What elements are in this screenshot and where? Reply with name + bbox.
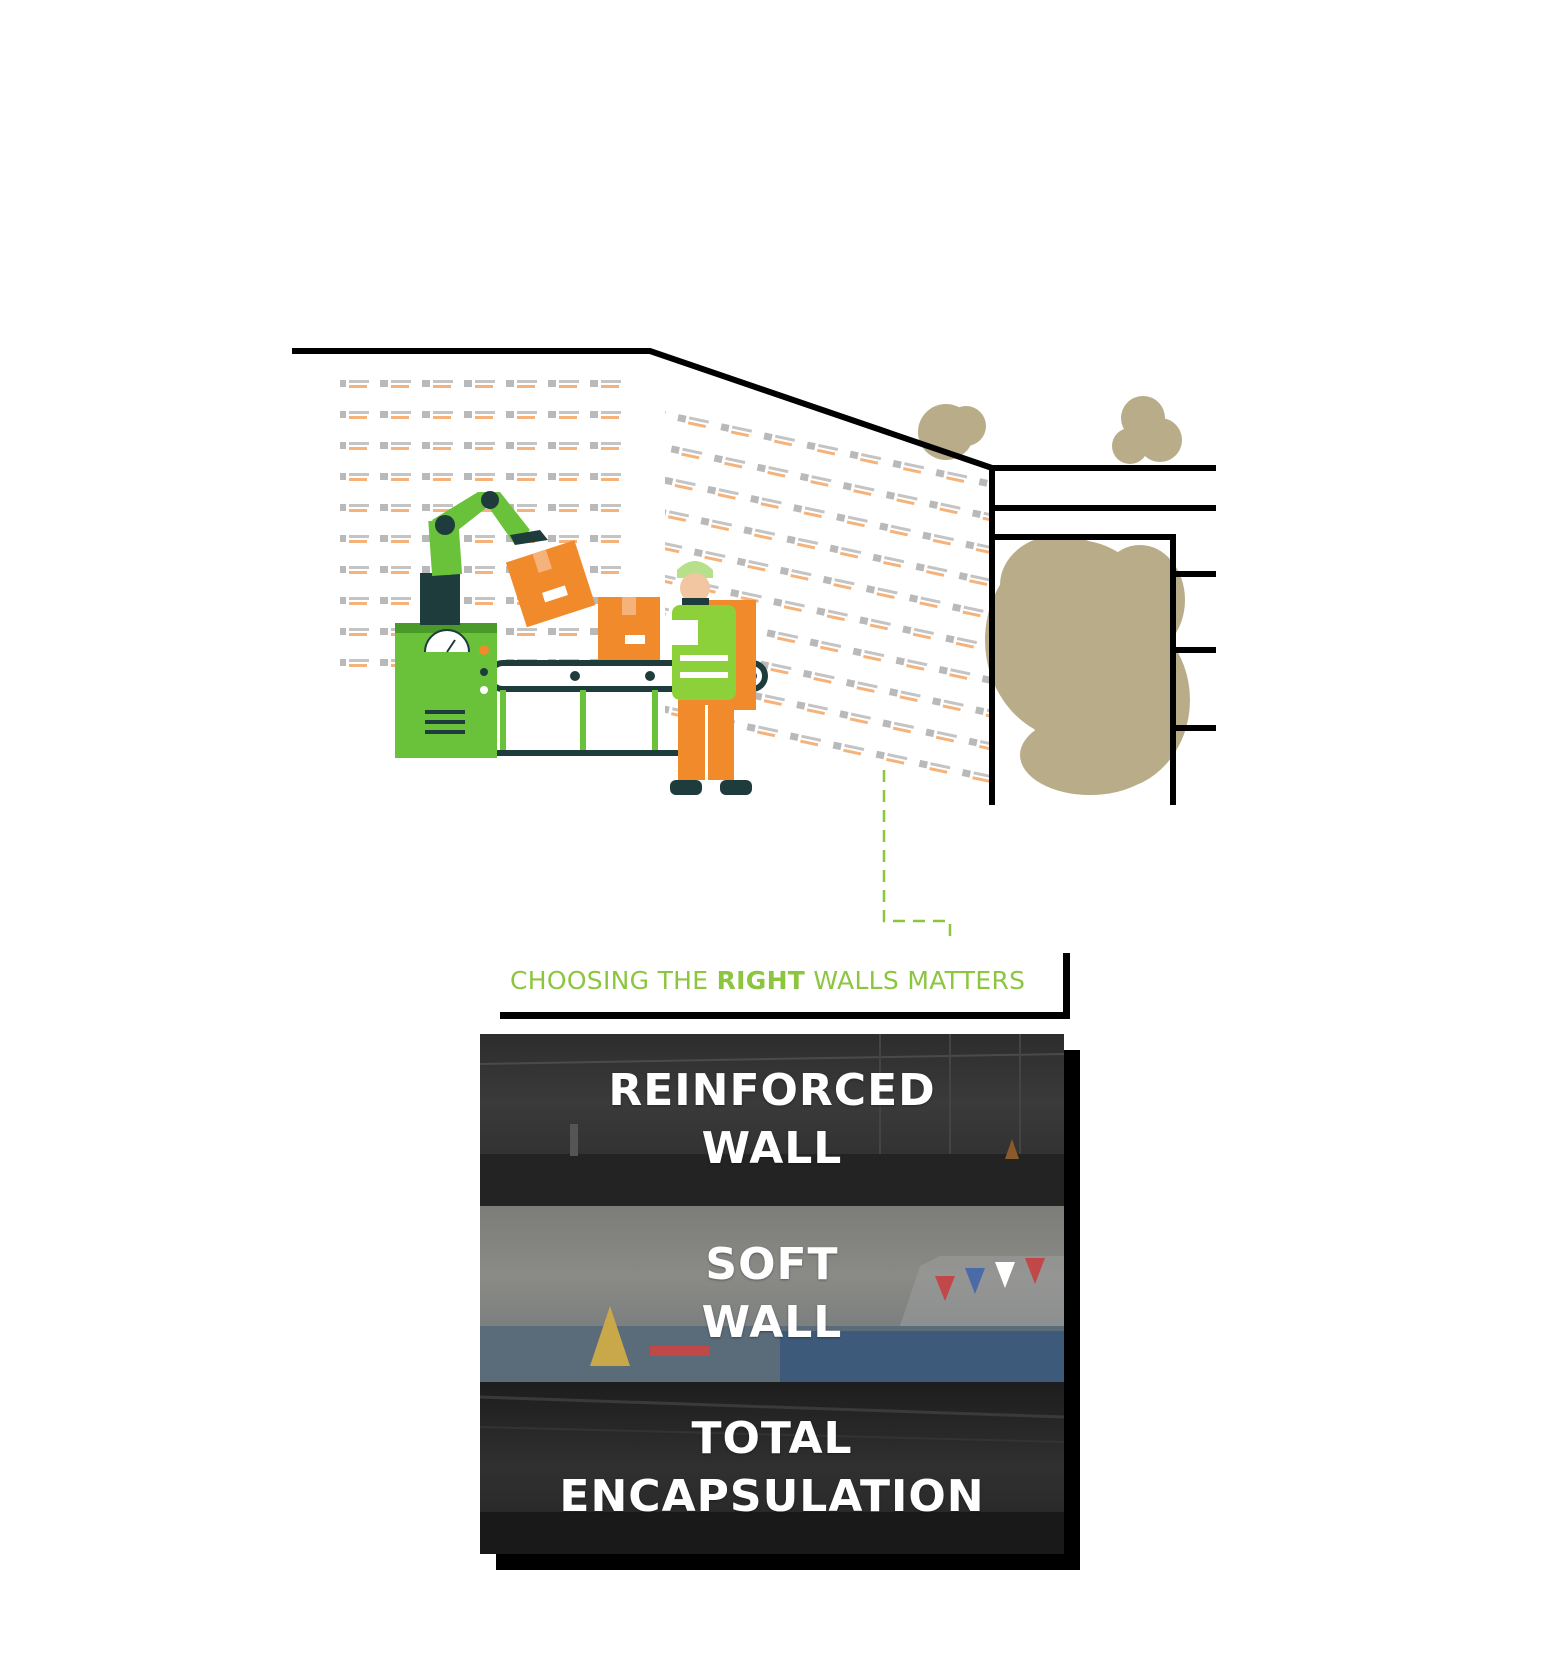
connector-dashed-line: [882, 770, 952, 940]
soil-icon: [918, 396, 1190, 795]
tagline-frame: [500, 953, 1070, 1019]
option-reinforced-wall[interactable]: REINFORCED WALL: [480, 1034, 1064, 1206]
tagline-prefix: CHOOSING THE: [510, 966, 717, 995]
machine-icon: [395, 623, 497, 758]
option-total-line2: ENCAPSULATION: [559, 1471, 985, 1522]
option-soft-line2: WALL: [701, 1297, 843, 1348]
tagline-emphasis: RIGHT: [716, 966, 806, 995]
option-reinforced-line2: WALL: [701, 1123, 843, 1174]
option-soft-line1: SOFT: [705, 1239, 839, 1290]
option-reinforced-line1: REINFORCED: [608, 1065, 936, 1116]
option-total-line1: TOTAL: [691, 1413, 853, 1464]
option-total-encapsulation[interactable]: TOTAL ENCAPSULATION: [480, 1382, 1064, 1554]
tagline: CHOOSING THE RIGHT WALLS MATTERS: [510, 961, 1055, 1001]
option-soft-wall[interactable]: SOFT WALL: [480, 1206, 1064, 1382]
robot-arm-icon: [420, 491, 548, 625]
wall-outline: [292, 348, 1216, 805]
tagline-suffix: WALLS MATTERS: [805, 966, 1026, 995]
wall-options-panel: REINFORCED WALL SOFT WALL TOTAL ENCAPSUL…: [480, 1034, 1080, 1570]
worker-icon: [668, 561, 752, 795]
